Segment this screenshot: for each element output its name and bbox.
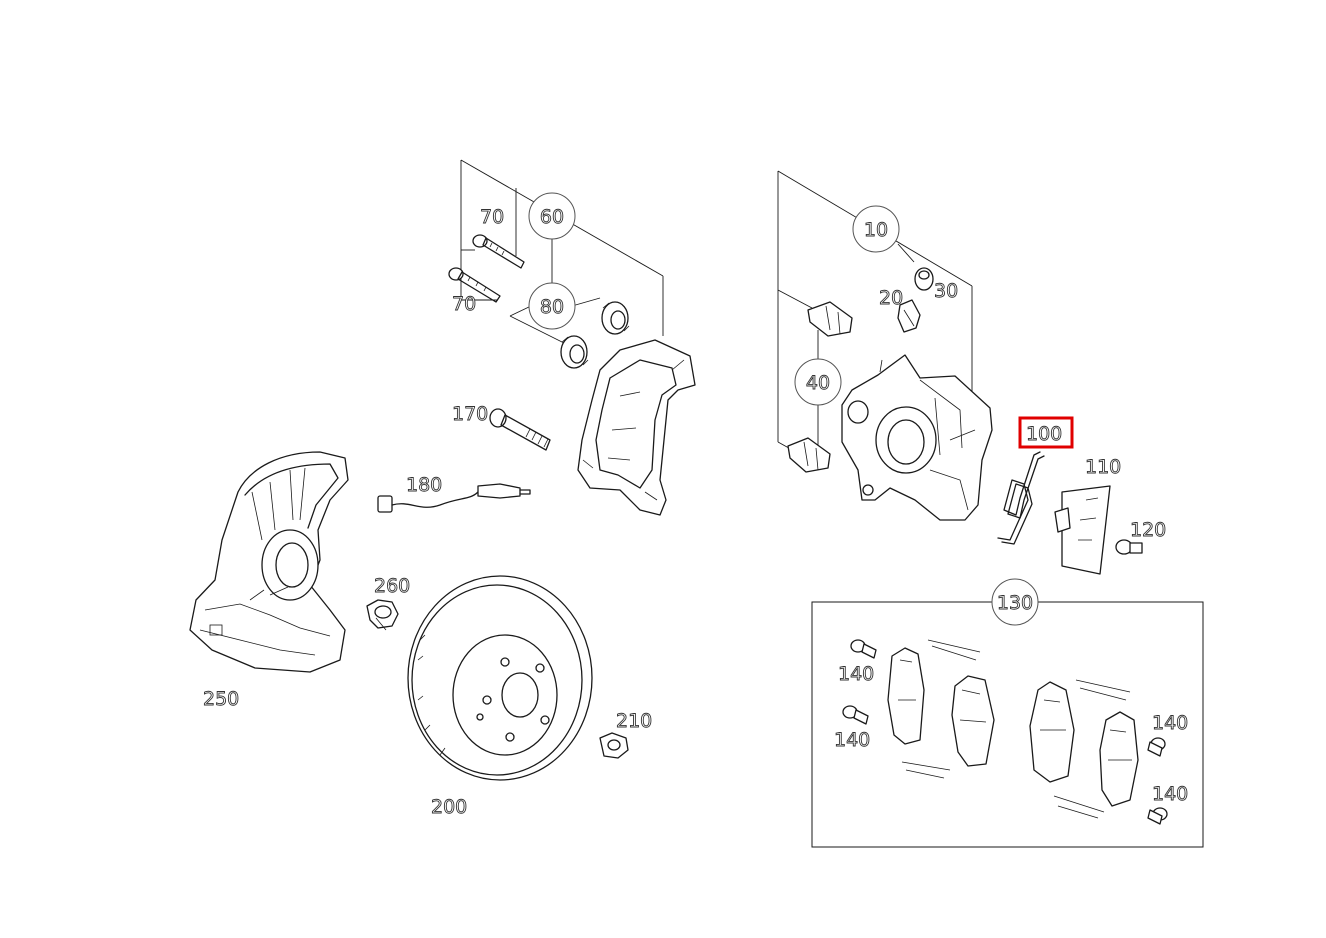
bolt-260	[366, 599, 399, 631]
brake-pad-kit-130	[811, 601, 1204, 848]
callout-140-lower-left: 140	[834, 729, 870, 751]
bolt-140-b	[842, 705, 869, 725]
callout-140-upper-right: 140	[1152, 712, 1188, 734]
anti-rattle-spring-100	[997, 451, 1045, 545]
caliper-carrier-group	[448, 159, 696, 516]
bolt-210	[599, 732, 629, 759]
callout-70-upper: 70	[480, 206, 504, 228]
bleeder-screw-20	[897, 299, 921, 333]
callout-circles	[528, 192, 1039, 626]
caliper-group	[777, 170, 993, 521]
callout-circle-60	[528, 192, 576, 240]
callout-60: 60	[540, 206, 564, 228]
brake-pad-110	[1054, 485, 1111, 575]
splash-shield-250	[189, 451, 349, 673]
callout-170: 170	[452, 403, 488, 425]
bolt-120	[1115, 539, 1143, 555]
bolt-140-c	[1147, 737, 1166, 757]
dust-cap-30	[914, 267, 934, 291]
callout-circle-10	[852, 205, 900, 253]
callout-20: 20	[879, 287, 903, 309]
callout-labels: 60 80 10 40 130 70 70 20 30 100 110 120 …	[203, 206, 1189, 819]
callout-120: 120	[1130, 519, 1166, 541]
bolt-140-a	[850, 639, 877, 659]
callout-10: 10	[864, 219, 888, 241]
callout-70-lower: 70	[452, 293, 476, 315]
callout-140-upper-left: 140	[838, 663, 874, 685]
pad-set-left	[887, 639, 995, 779]
bolt-140-d	[1147, 807, 1168, 825]
guide-pin-40-upper	[807, 301, 853, 337]
callout-180: 180	[406, 474, 442, 496]
callout-110: 110	[1085, 456, 1121, 478]
callout-circle-80	[528, 282, 576, 330]
bolt-70-upper	[472, 234, 525, 269]
caliper-carrier-bracket	[577, 339, 696, 516]
guide-pin-40-lower	[787, 437, 831, 473]
callout-130: 130	[997, 592, 1033, 614]
callout-260: 260	[374, 575, 410, 597]
callout-circle-130	[991, 578, 1039, 626]
pad-set-right	[1029, 679, 1139, 819]
callout-140-lower-right: 140	[1152, 783, 1188, 805]
callout-circle-40	[794, 358, 842, 406]
wear-sensor-180	[377, 483, 531, 513]
highlighted-part-marker[interactable]	[1018, 416, 1074, 449]
callout-100: 100	[1026, 423, 1062, 445]
bolt-170	[489, 408, 551, 451]
callout-210: 210	[616, 710, 652, 732]
brake-disc-200	[407, 575, 593, 781]
callout-30: 30	[934, 280, 958, 302]
callout-40: 40	[806, 372, 830, 394]
bolt-70-lower	[448, 267, 501, 303]
caliper-body	[841, 354, 993, 521]
callout-200: 200	[431, 796, 467, 818]
bushing-80-right	[601, 301, 630, 335]
callout-80: 80	[540, 296, 564, 318]
callout-250: 250	[203, 688, 239, 710]
bushing-80-left	[560, 335, 589, 369]
